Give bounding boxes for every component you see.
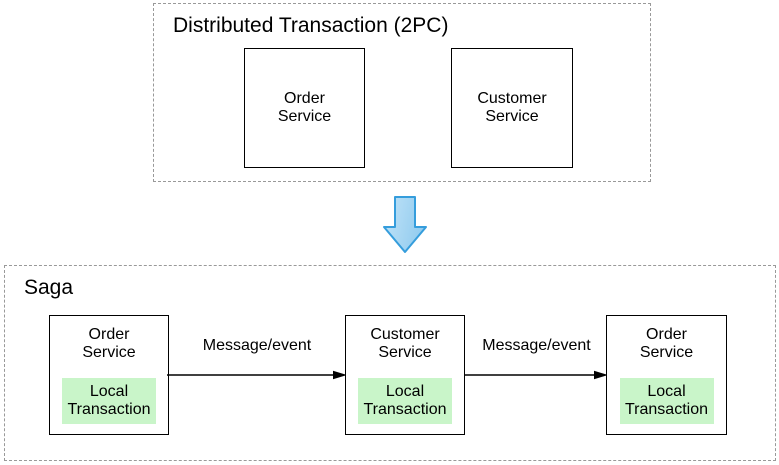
box-label: Customer Service: [477, 89, 547, 125]
local-transaction-box: Local Transaction: [358, 378, 452, 424]
group-saga: Saga Order Service Local Transaction Mes…: [4, 265, 776, 461]
box-customer-service-saga: Customer Service Local Transaction: [345, 315, 465, 435]
group-distributed-transaction: Distributed Transaction (2PC) Order Serv…: [153, 3, 651, 182]
box-customer-service-2pc: Customer Service: [451, 48, 573, 168]
box-label: Order Service: [277, 89, 332, 125]
group-title-saga: Saga: [24, 276, 74, 299]
box-order-service-saga-1: Order Service Local Transaction: [49, 315, 169, 435]
local-transaction-box: Local Transaction: [62, 378, 156, 424]
right-arrow-icon: [465, 370, 608, 380]
local-transaction-box: Local Transaction: [619, 378, 714, 424]
message-event-label-2: Message/event: [482, 337, 591, 354]
box-label: Order Service: [639, 326, 694, 362]
down-arrow-icon: [383, 196, 427, 253]
box-label: Order Service: [82, 326, 136, 362]
box-order-service-2pc: Order Service: [244, 48, 365, 168]
box-order-service-saga-2: Order Service Local Transaction: [606, 315, 727, 435]
group-title-2pc: Distributed Transaction (2PC): [173, 14, 449, 37]
box-label: Customer Service: [370, 326, 440, 362]
right-arrow-icon: [167, 370, 347, 380]
message-event-label-1: Message/event: [202, 337, 312, 354]
